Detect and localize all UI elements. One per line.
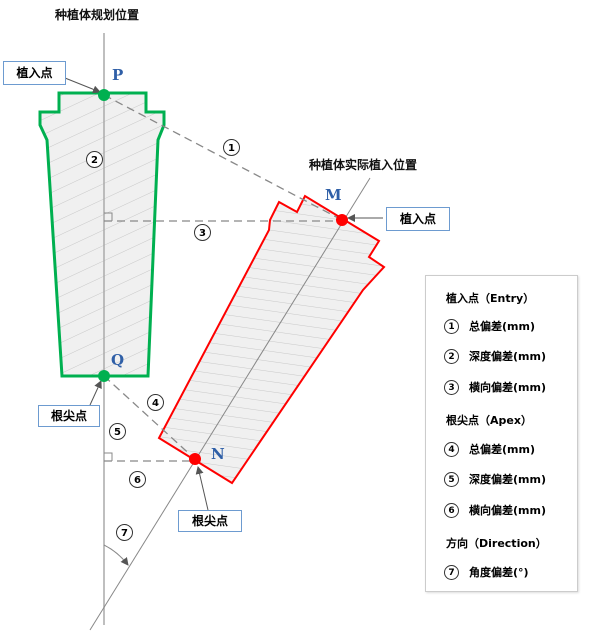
legend-item: 5 深度偏差(mm) [444, 471, 546, 487]
point-p-label: P [112, 66, 124, 84]
legend-entry-heading: 植入点（Entry） [446, 292, 535, 305]
planned-implant-outline [38, 91, 166, 378]
legend-label: 总偏差(mm) [469, 443, 535, 456]
point-m-label: M [325, 186, 342, 204]
legend-marker: 2 [444, 348, 459, 364]
legend-marker: 7 [444, 564, 459, 580]
marker-3: 3 [194, 224, 211, 241]
legend-label: 角度偏差(°) [469, 566, 529, 579]
callout-arrow-apex-bottom [195, 466, 209, 511]
legend-marker: 1 [444, 318, 459, 334]
apex-callout-bottom: 根尖点 [178, 510, 242, 532]
actual-implant-outline [157, 194, 386, 485]
legend-item: 1 总偏差(mm) [444, 318, 535, 334]
actual-axis-line [89, 177, 371, 631]
legend-label: 深度偏差(mm) [469, 473, 546, 486]
legend-label: 深度偏差(mm) [469, 350, 546, 363]
planned-position-title: 种植体规划位置 [55, 8, 140, 22]
legend-apex-heading: 根尖点（Apex） [446, 414, 532, 427]
point-m-dot [336, 214, 348, 226]
legend-item: 2 深度偏差(mm) [444, 348, 546, 364]
marker-5: 5 [109, 423, 126, 440]
marker-6: 6 [129, 471, 146, 488]
legend-item: 7 角度偏差(°) [444, 564, 529, 580]
legend-label: 横向偏差(mm) [469, 381, 546, 394]
legend-marker: 4 [444, 441, 459, 457]
legend-item: 3 横向偏差(mm) [444, 379, 546, 395]
apex-total-deviation-line [103, 375, 196, 460]
marker-2: 2 [86, 151, 103, 168]
legend-label: 总偏差(mm) [469, 320, 535, 333]
right-angle-mark-entry [104, 212, 113, 221]
point-n-label: N [211, 445, 225, 463]
apex-callout-left: 根尖点 [38, 405, 100, 427]
legend-item: 4 总偏差(mm) [444, 441, 535, 457]
legend-marker: 6 [444, 502, 459, 518]
angle-arc [103, 544, 129, 566]
right-angle-mark-apex [104, 452, 113, 461]
actual-position-title: 种植体实际植入位置 [309, 158, 418, 172]
legend-marker: 5 [444, 471, 459, 487]
callout-arrow-apex-left [89, 380, 102, 406]
entry-total-deviation-line [103, 94, 343, 221]
callout-arrow-entry-left [64, 77, 101, 94]
legend-marker: 3 [444, 379, 459, 395]
point-p-dot [98, 89, 110, 101]
legend-item: 6 横向偏差(mm) [444, 502, 546, 518]
marker-1: 1 [223, 139, 240, 156]
entry-callout-right: 植入点 [386, 207, 450, 231]
point-n-dot [189, 453, 201, 465]
point-q-dot [98, 370, 110, 382]
legend-direction-heading: 方向（Direction） [446, 537, 547, 550]
marker-4: 4 [147, 394, 164, 411]
marker-7: 7 [116, 524, 133, 541]
entry-callout-left: 植入点 [3, 61, 66, 85]
legend-label: 横向偏差(mm) [469, 504, 546, 517]
point-q-label: Q [111, 351, 125, 369]
